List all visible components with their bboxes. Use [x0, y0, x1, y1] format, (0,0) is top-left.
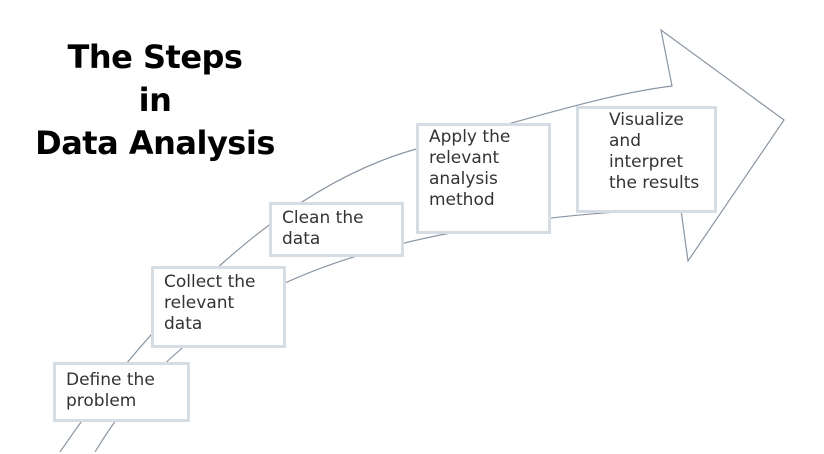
step-box-define-problem: Define the problem — [53, 362, 190, 422]
diagram-title: The Steps in Data Analysis — [10, 36, 300, 165]
step-box-apply-method: Apply the relevant analysis method — [416, 123, 551, 234]
step-box-visualize-interpret: Visualize and interpret the results — [576, 106, 717, 213]
title-line-1: The Steps — [67, 38, 243, 76]
step-box-collect-data: Collect the relevant data — [151, 266, 286, 348]
title-line-3: Data Analysis — [35, 124, 275, 162]
step-box-clean-data: Clean the data — [269, 202, 404, 257]
title-line-2: in — [138, 81, 172, 119]
